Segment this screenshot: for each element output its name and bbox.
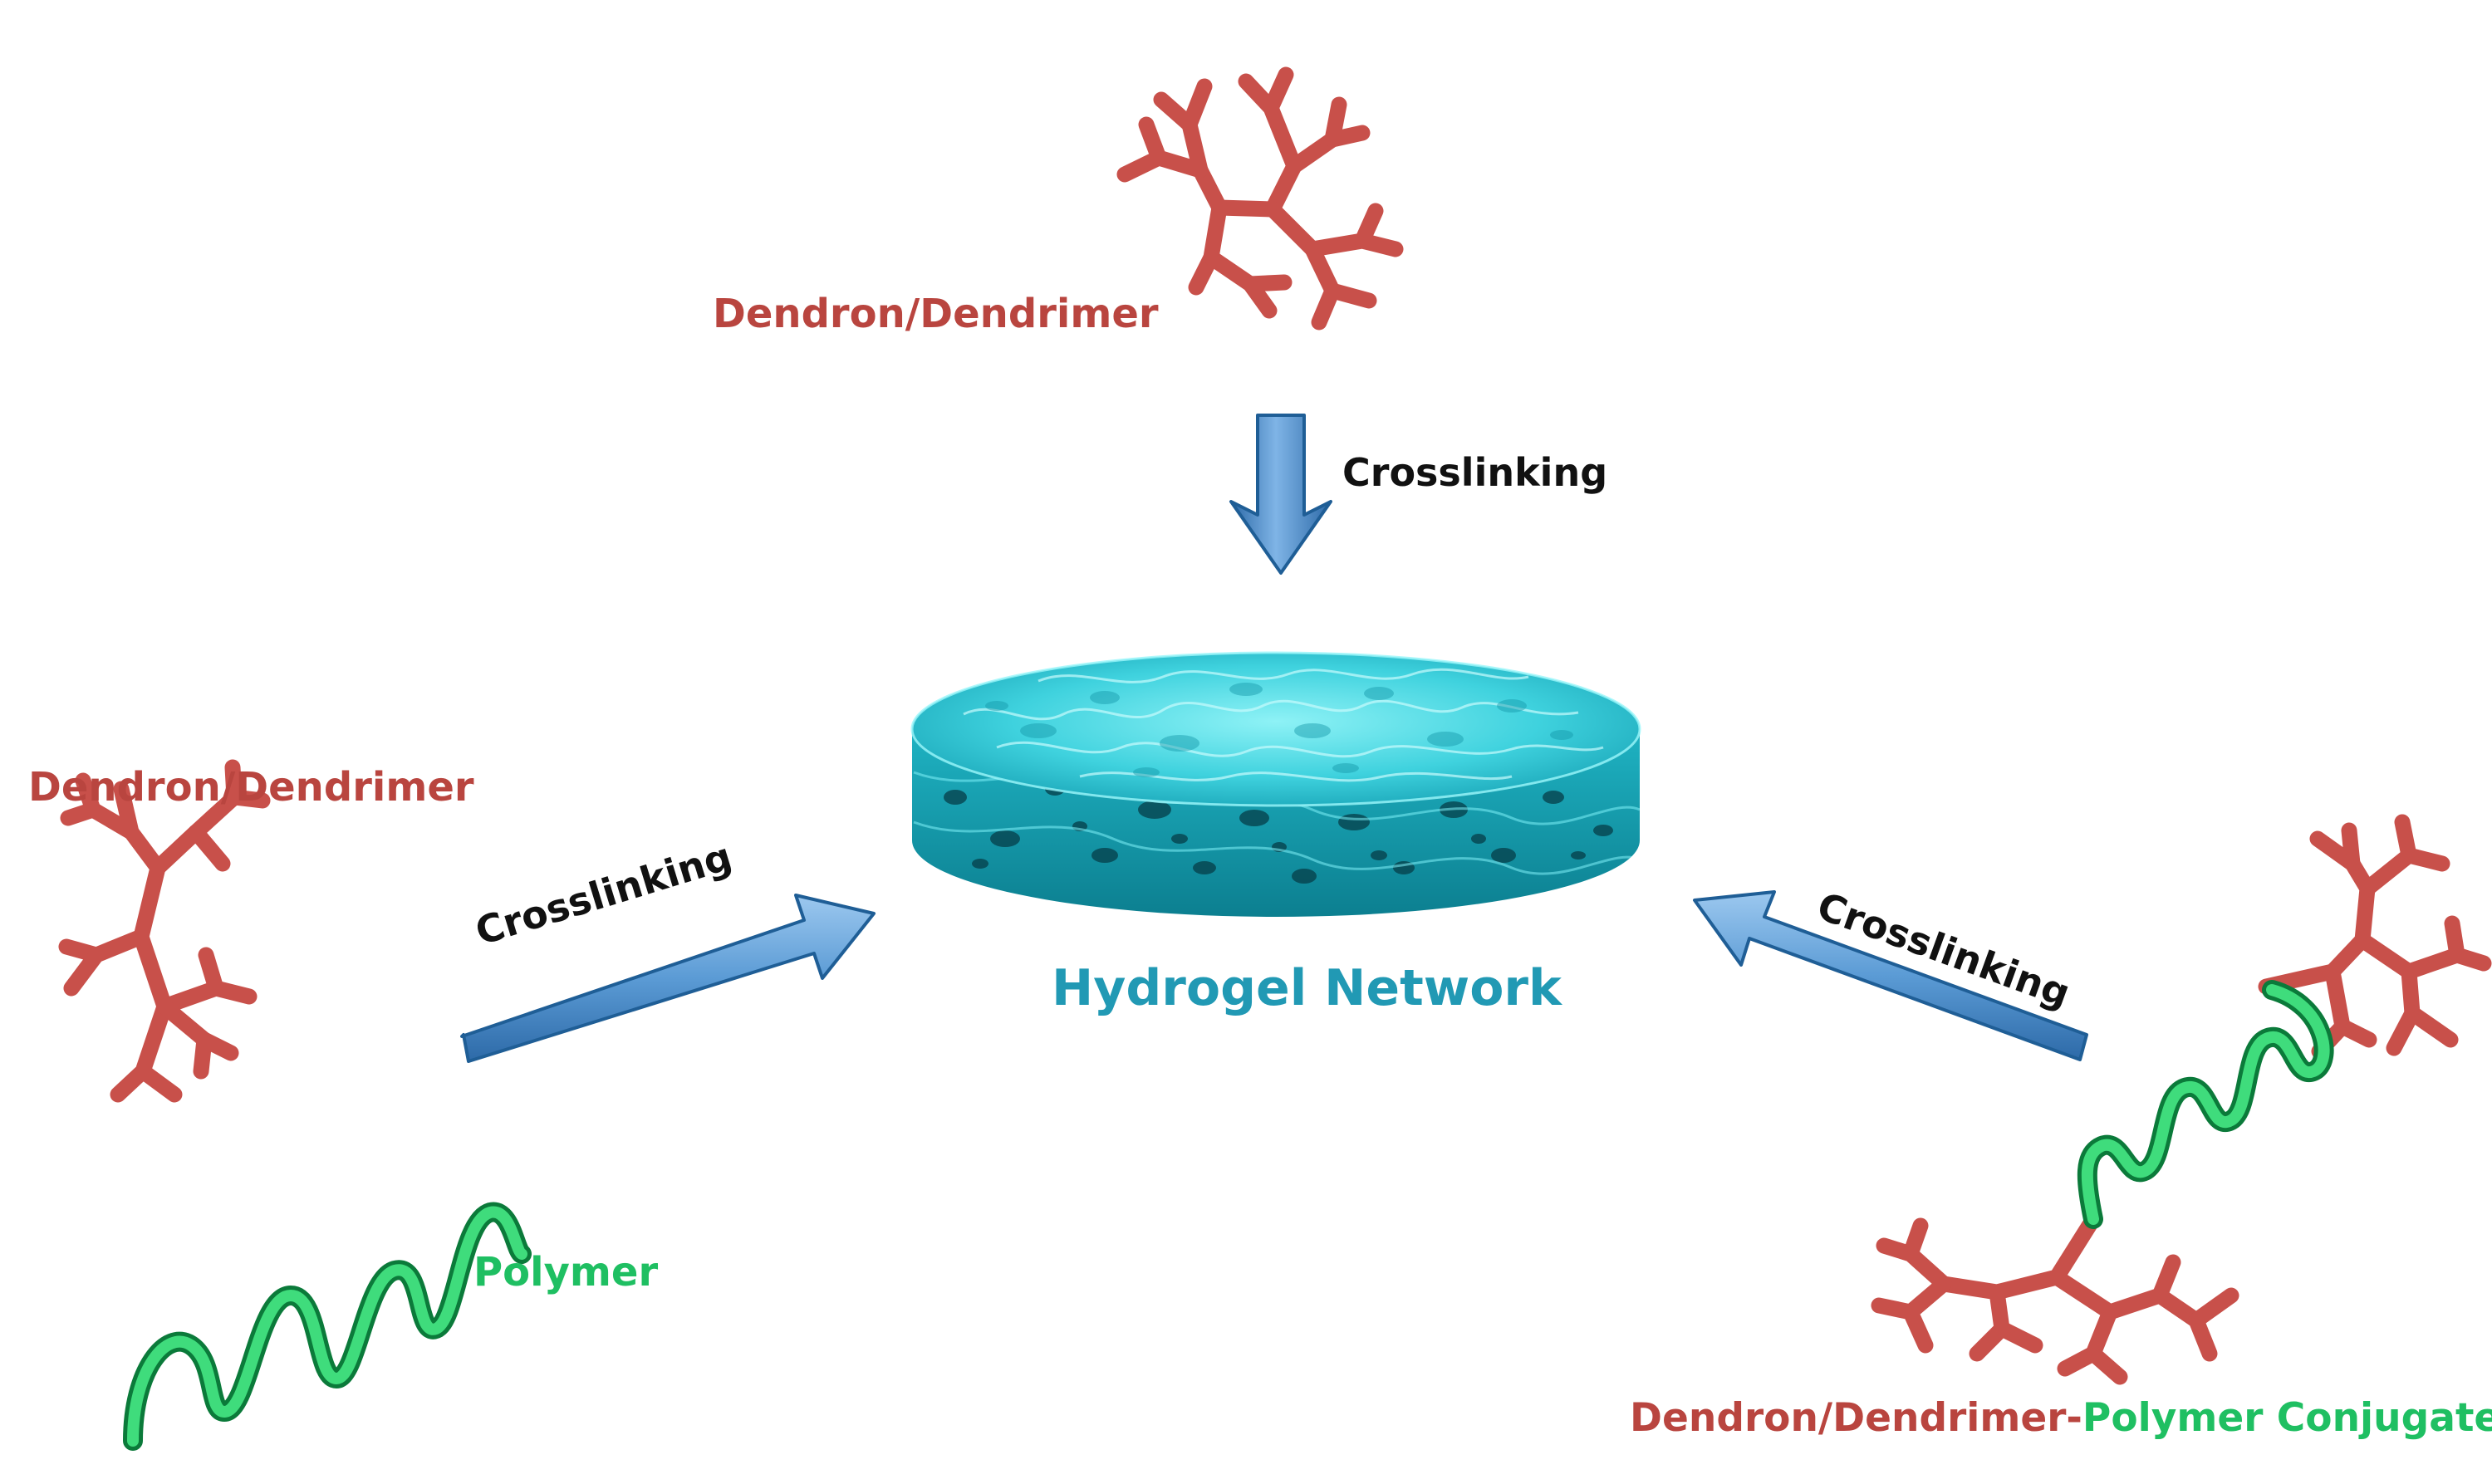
conjugate-dendron-lower <box>1871 1211 2239 1385</box>
crosslinking-arrow-top <box>1229 414 1332 575</box>
dendrimer-left-molecule <box>58 759 271 1103</box>
crosslinking-arrow-left <box>460 894 876 1063</box>
conjugate-label-polymer: Polymer Conjugate <box>2082 1395 2492 1441</box>
conjugate-label-dash: - <box>2066 1395 2082 1441</box>
hydrogel-network-disc <box>910 651 1641 917</box>
conjugate-dendron-upper <box>2258 814 2492 1060</box>
polymer-left-label: Polymer <box>473 1249 659 1295</box>
conjugate-label: Dendron/Dendrimer-Polymer Conjugate <box>1630 1398 2492 1437</box>
dendrimer-top-label: Dendron/Dendrimer <box>713 291 1159 337</box>
conjugate-polymer-chain-highlight <box>2081 984 2330 1225</box>
crosslinking-arrow-right <box>1693 890 2088 1061</box>
hydrogel-network-label: Hydrogel Network <box>1052 959 1562 1017</box>
polymer-left-chain-highlight <box>127 1206 527 1447</box>
conjugate-label-dendron: Dendron/Dendrimer <box>1630 1395 2067 1441</box>
dendrimer-left-label: Dendron/Dendrimer <box>28 764 474 811</box>
dendrimer-top-molecule <box>1116 66 1404 331</box>
crosslinking-top-label: Crosslinking <box>1342 450 1608 495</box>
